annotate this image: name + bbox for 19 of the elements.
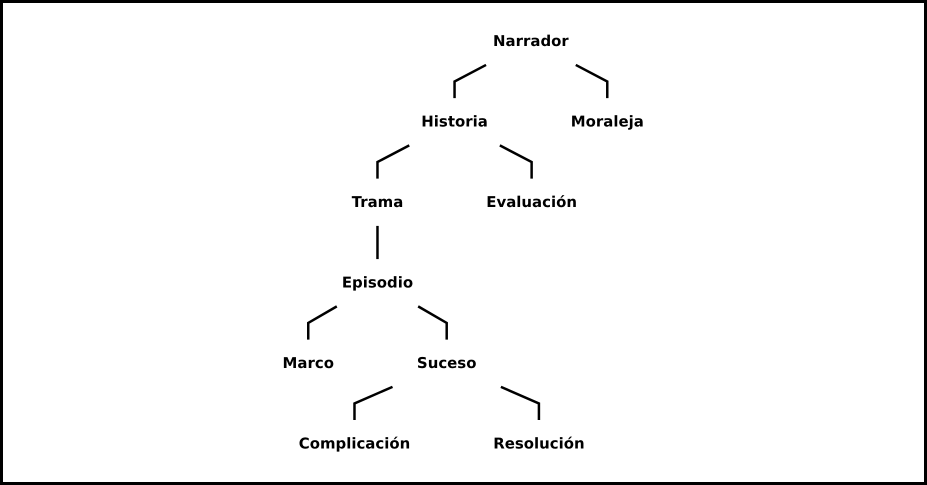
connector — [418, 305, 448, 340]
node-text: Evaluación — [486, 194, 578, 211]
connector — [307, 305, 338, 340]
connector — [500, 144, 534, 179]
node-text: Episodio — [342, 274, 414, 292]
node-text: Historia — [422, 113, 488, 130]
connector — [454, 64, 487, 98]
connector — [500, 386, 540, 420]
connector — [576, 64, 609, 98]
node-text: Moraleja — [571, 113, 644, 130]
node-text: Resolución — [494, 434, 585, 452]
connector — [376, 226, 380, 260]
connector — [354, 386, 394, 420]
node-text: Narrador — [493, 32, 570, 50]
node-text: Marco — [282, 354, 334, 372]
node-text: Complicación — [299, 434, 411, 452]
connector — [376, 144, 410, 179]
node-text: Suceso — [417, 354, 477, 372]
node-text: Trama — [352, 194, 404, 211]
